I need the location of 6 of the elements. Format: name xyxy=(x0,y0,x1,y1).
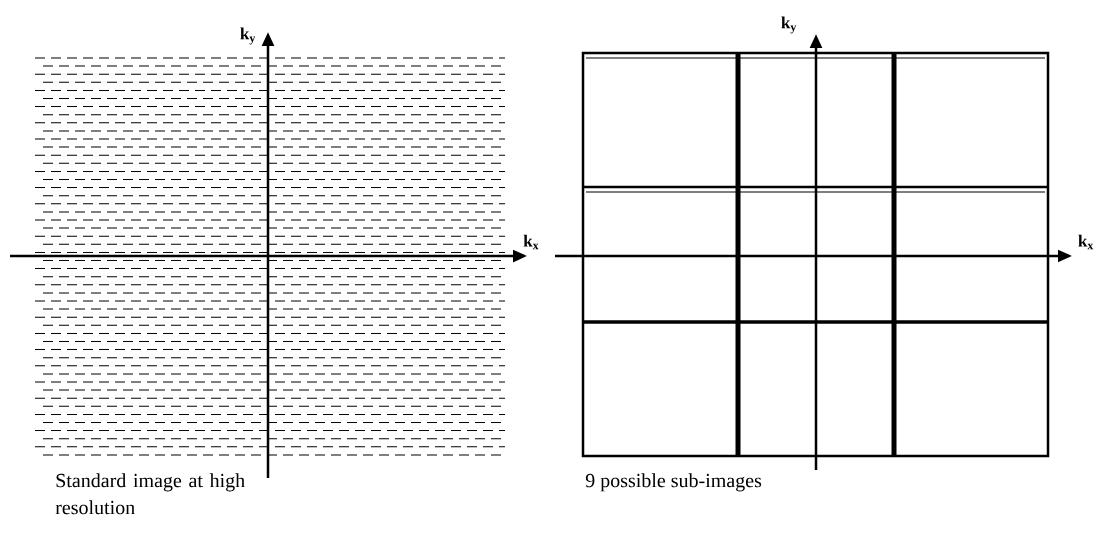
axis-label: k$_{x}$ xyxy=(523,234,539,250)
axis-label: k$_{y}$ xyxy=(781,16,797,34)
axis-label: k$_{x}$ xyxy=(1078,234,1094,250)
caption: 9 possible sub-images xyxy=(585,473,762,492)
caption: Standard image at high resolution xyxy=(55,473,245,515)
axis-label: k$_{y}$ xyxy=(240,27,256,45)
